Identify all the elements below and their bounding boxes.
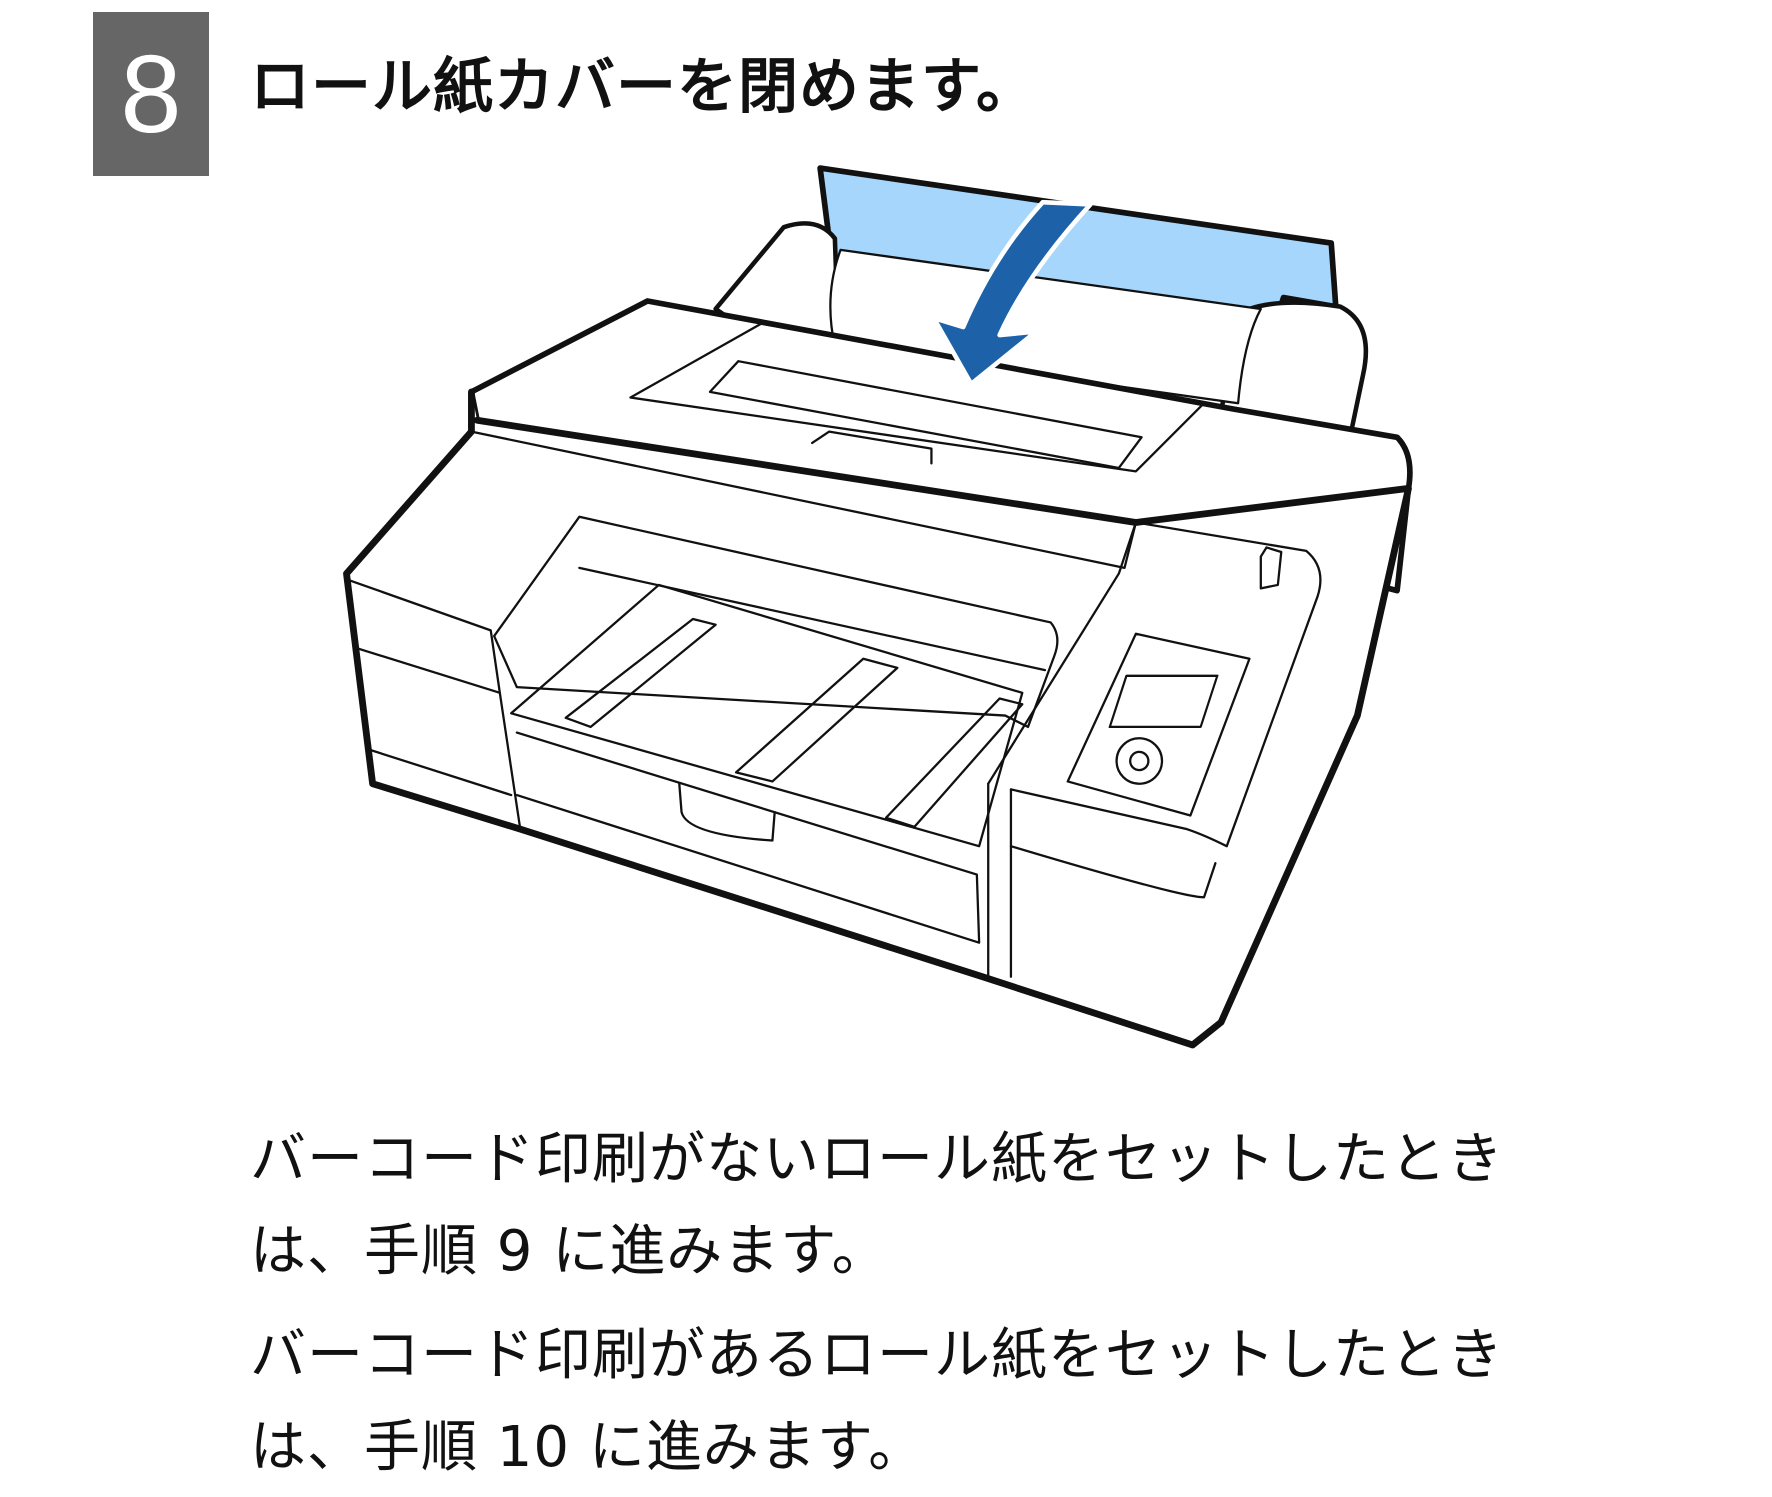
step-title: ロール紙カバーを閉めます。 xyxy=(250,52,1037,122)
instruction-line: は、手順 9 に進みます。 xyxy=(250,1219,889,1284)
instruction-paragraph-barcode: バーコード印刷があるロール紙をセットしたとき は、手順 10 に進みます。 xyxy=(250,1310,1504,1494)
roll-holder-right xyxy=(1218,300,1369,432)
roll-paper xyxy=(829,248,1262,405)
step-number: 8 xyxy=(120,32,182,156)
instruction-line: バーコード印刷がないロール紙をセットしたとき xyxy=(250,1127,1504,1192)
lcd-screen xyxy=(1108,674,1219,729)
step-number-badge: 8 xyxy=(93,12,209,176)
close-arrow-icon xyxy=(931,199,1093,387)
control-panel xyxy=(1066,632,1251,817)
control-panel-housing xyxy=(987,521,1322,848)
paper-output-slot xyxy=(493,515,1059,729)
instruction-line: は、手順 10 に進みます。 xyxy=(250,1415,926,1480)
printer-body xyxy=(343,388,1412,1049)
paper-tray xyxy=(510,583,1024,848)
instruction-paragraph-no-barcode: バーコード印刷がないロール紙をセットしたとき は、手順 9 に進みます。 xyxy=(250,1114,1504,1298)
control-pad-button[interactable] xyxy=(1115,737,1164,785)
instruction-line: バーコード印刷があるロール紙をセットしたとき xyxy=(250,1323,1504,1388)
